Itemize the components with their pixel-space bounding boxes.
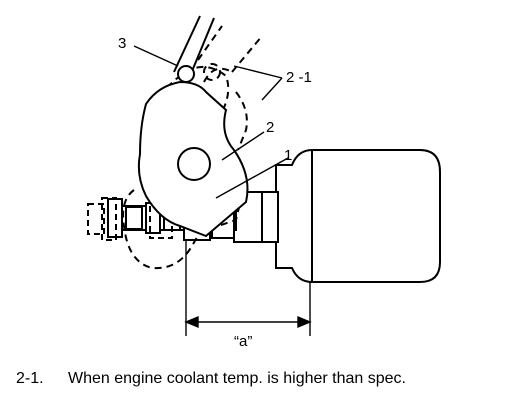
leader-1: [215, 157, 289, 199]
callout-2-1: 2 -1: [286, 69, 312, 86]
leader-2: [221, 131, 265, 161]
callout-leaders: [133, 45, 289, 199]
link-arm-alternate-position: [197, 25, 263, 151]
callout-3: 3: [118, 35, 126, 52]
callout-1: 1: [284, 147, 292, 164]
link-arm: [173, 15, 215, 83]
pivot-pin: [177, 65, 195, 83]
dimension-a: [184, 240, 312, 336]
dimension-a-label: “a”: [234, 333, 252, 350]
leader-3: [133, 45, 179, 67]
leader-2-1b: [261, 77, 283, 101]
caption-number: 2-1.: [16, 370, 44, 387]
callout-2: 2: [266, 119, 274, 136]
leader-2-1a: [233, 65, 283, 79]
cam-lever: [137, 80, 249, 238]
figure-caption: 2-1. When engine coolant temp. is higher …: [16, 370, 406, 388]
actuator-body: [233, 149, 441, 283]
cam-pivot-hole: [177, 147, 211, 181]
caption-text: When engine coolant temp. is higher than…: [68, 370, 406, 387]
